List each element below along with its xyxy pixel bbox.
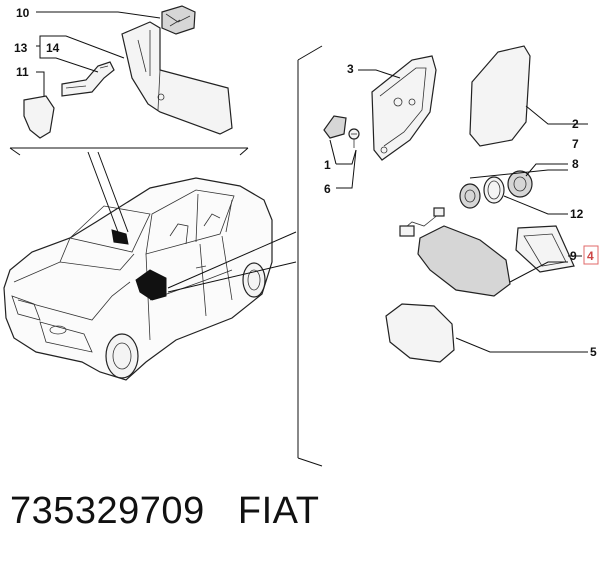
callout-9: 9 (570, 249, 577, 263)
mirror-clip-part (161, 5, 196, 35)
clip-part (323, 115, 347, 139)
callout-labels: 10 13 14 11 3 2 1 6 7 8 12 9 4 5 (14, 6, 597, 359)
callout-8: 8 (572, 157, 579, 171)
car-illustration (3, 151, 297, 381)
lens-part (515, 225, 575, 273)
exterior-mirror-group (323, 45, 588, 363)
part-number: 735329709 (10, 490, 205, 532)
callout-10: 10 (16, 6, 30, 20)
callout-3: 3 (347, 62, 354, 76)
callout-6: 6 (324, 182, 331, 196)
exterior-mirror-highlight (135, 269, 167, 301)
mirror-cover-part (23, 95, 55, 139)
bulb-socket-part (507, 170, 533, 198)
part-caption: 735329709 FIAT (10, 490, 319, 533)
brand-name: FIAT (237, 490, 320, 532)
callout-11: 11 (16, 65, 29, 79)
interior-mirror-part (121, 21, 233, 135)
highlight-box (583, 245, 599, 265)
callout-5: 5 (590, 345, 597, 359)
bulb-holder-part (459, 183, 481, 209)
screw-part (348, 128, 360, 148)
mirror-glass-part (469, 45, 531, 147)
callout-2: 2 (572, 117, 579, 131)
callout-12: 12 (570, 207, 584, 221)
mirror-strap-part (61, 61, 115, 97)
mirror-housing-part (371, 55, 437, 161)
mirror-cap-part (385, 303, 455, 363)
interior-mirror-group (9, 5, 249, 156)
section-separator (297, 45, 323, 467)
callout-1: 1 (324, 158, 331, 172)
indicator-lamp-part (417, 225, 511, 297)
callout-7: 7 (572, 137, 579, 151)
callout-14: 14 (46, 41, 60, 55)
callout-13: 13 (14, 41, 28, 55)
ring-part (483, 176, 505, 204)
interior-mirror-highlight (111, 229, 129, 245)
callout-4: 4 (587, 249, 594, 263)
